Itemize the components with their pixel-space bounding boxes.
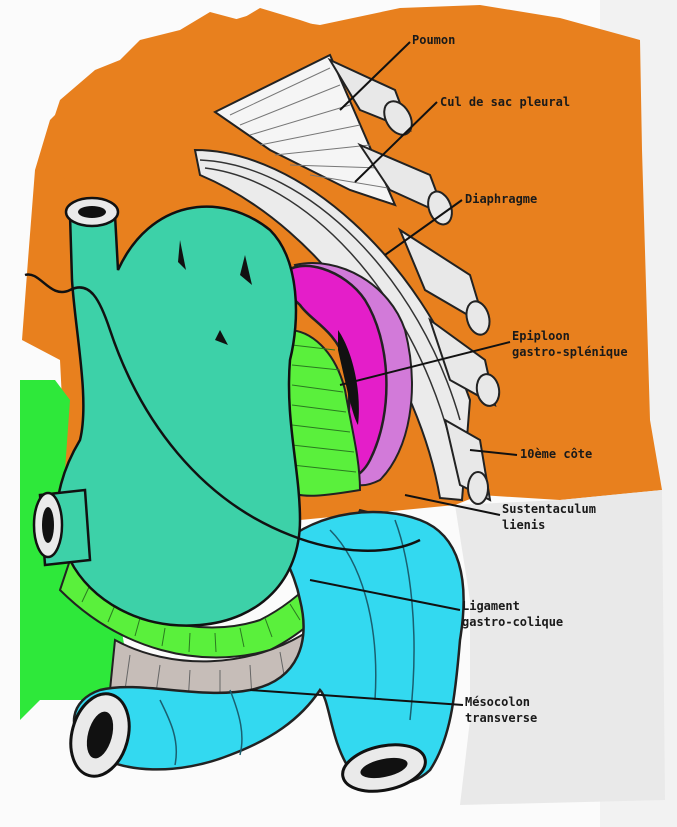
label-sustentaculum-1: Sustentaculum — [502, 502, 596, 516]
label-ligament-1: Ligament — [462, 599, 520, 613]
label-diaphragme: Diaphragme — [465, 192, 537, 206]
pylorus-lumen — [42, 507, 54, 543]
stomach — [57, 207, 300, 626]
label-mesocolon-1: Mésocolon — [465, 695, 530, 709]
esophagus-lumen — [78, 206, 106, 218]
label-mesocolon-2: transverse — [465, 711, 537, 725]
label-ligament-2: gastro-colique — [462, 615, 563, 629]
label-sustentaculum-2: lienis — [502, 518, 545, 532]
label-epiploon-1: Epiploon — [512, 329, 570, 343]
label-epiploon-2: gastro-splénique — [512, 345, 628, 359]
gray-lower-area — [455, 490, 665, 805]
label-cote: 10ème côte — [520, 447, 592, 461]
label-cul-de-sac: Cul de sac pleural — [440, 95, 570, 109]
label-poumon: Poumon — [412, 33, 455, 47]
